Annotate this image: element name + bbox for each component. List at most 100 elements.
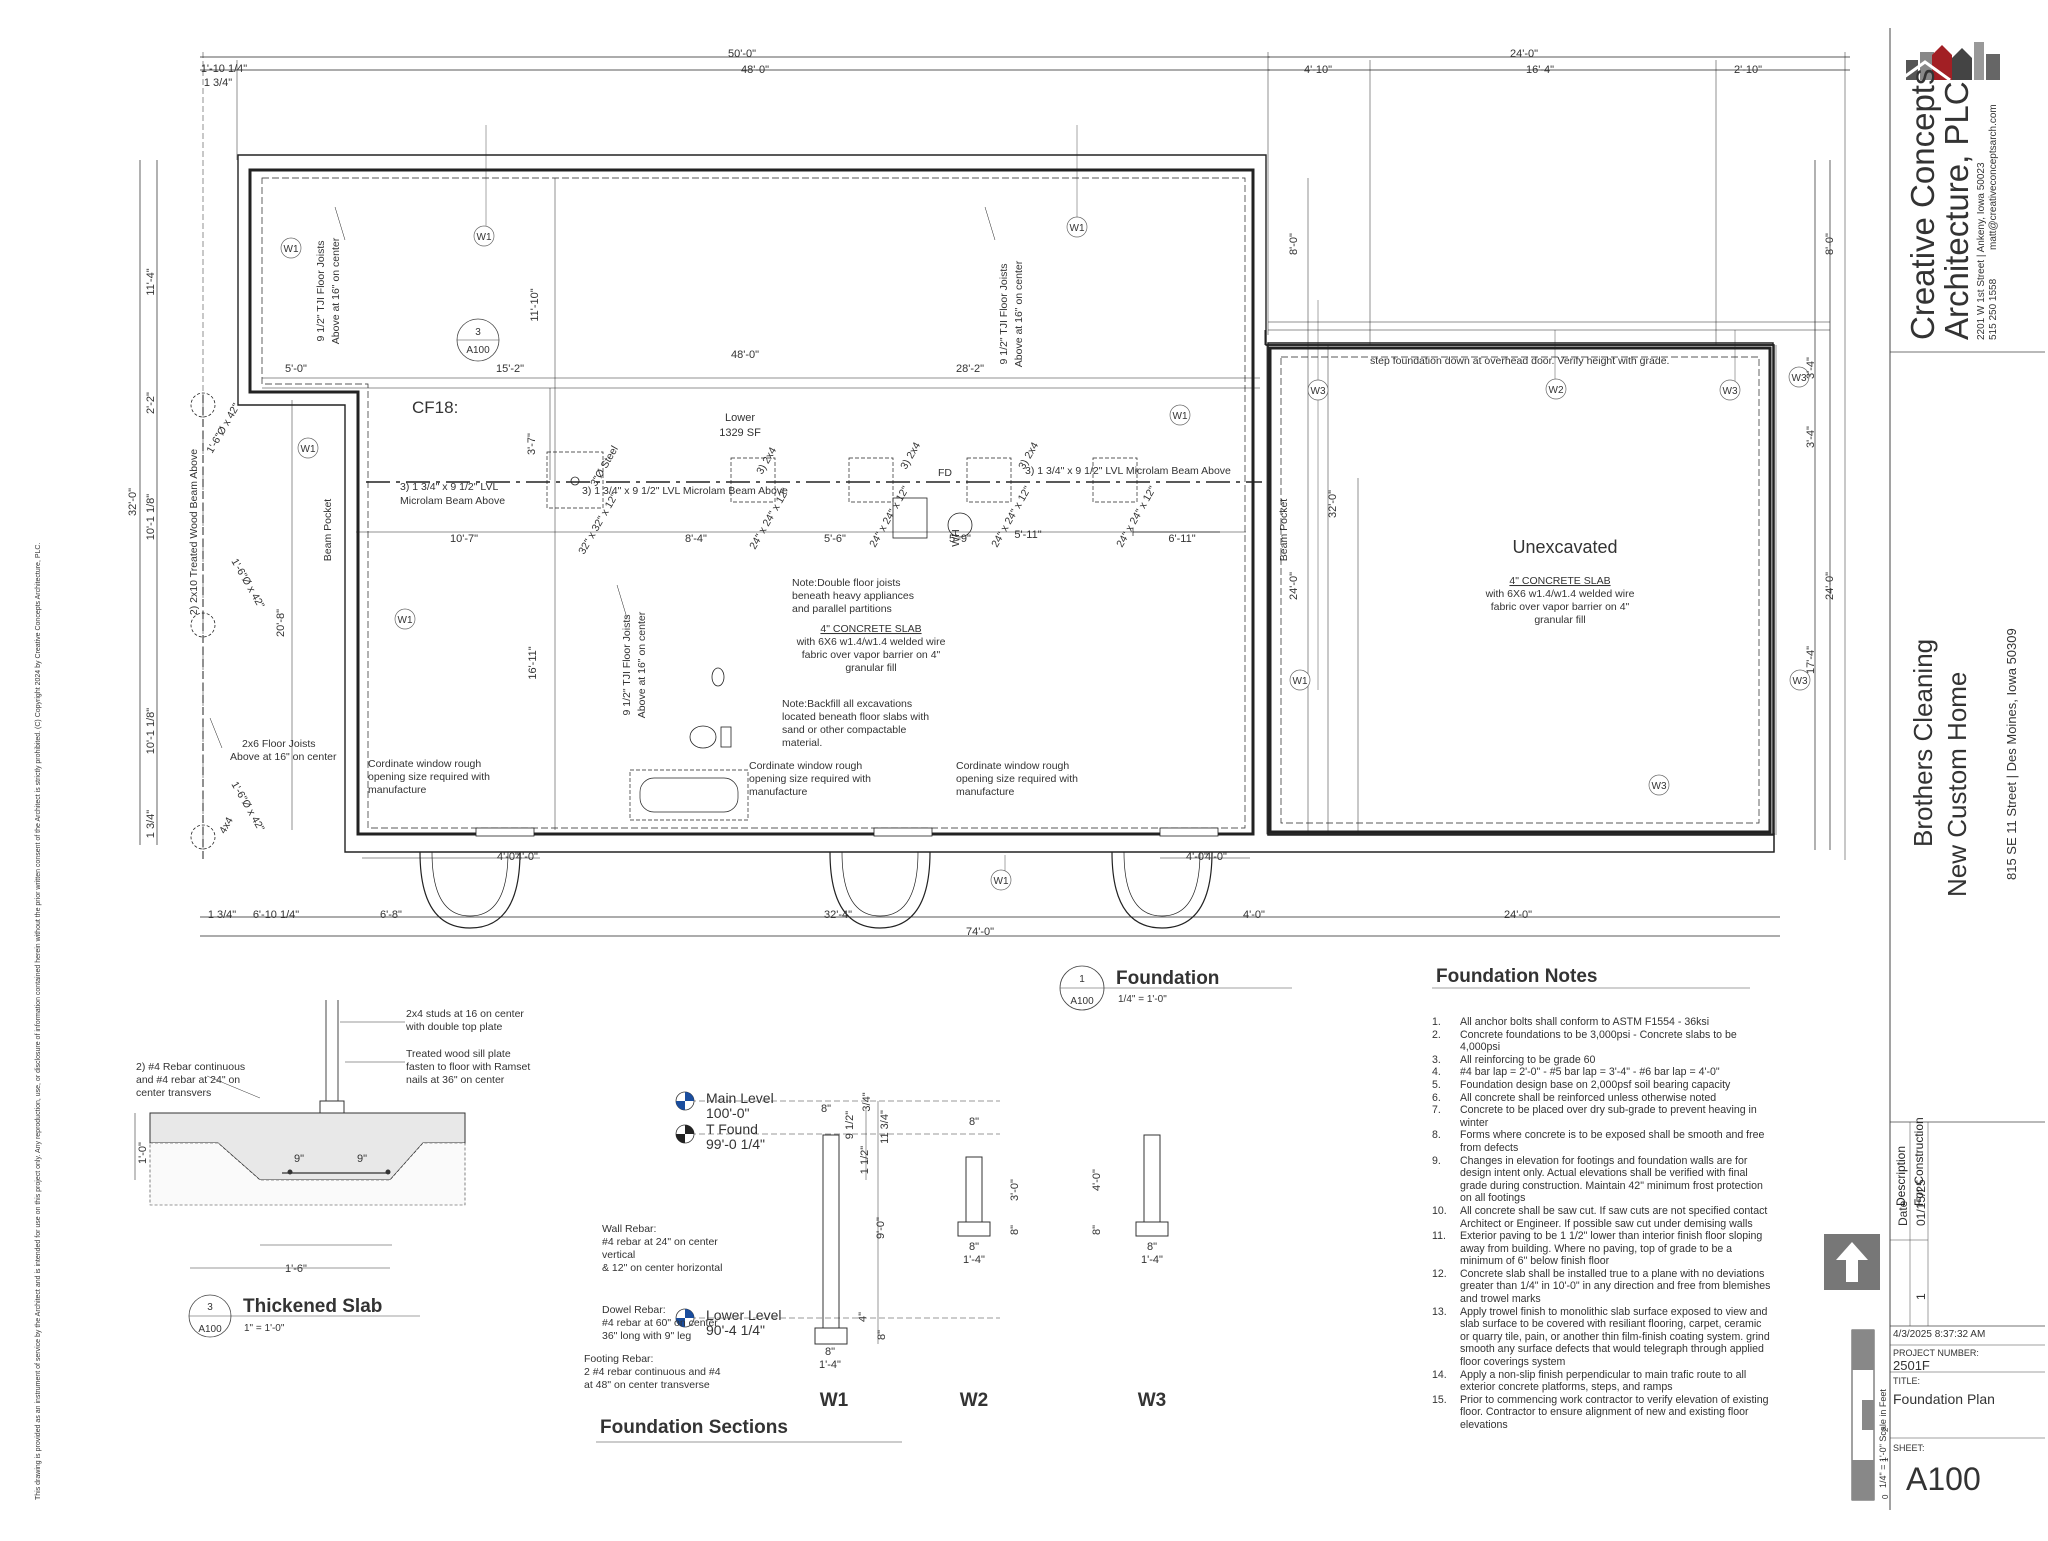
dim: 8'-4" xyxy=(685,533,707,545)
note-number: 13. xyxy=(1432,1305,1447,1318)
dim: 8" xyxy=(821,1103,831,1115)
note-text: #4 bar lap = 2'-0" - #5 bar lap = 3'-4" … xyxy=(1460,1066,1720,1079)
notes-title: Foundation Notes xyxy=(1436,966,1597,987)
wall-tag-w3: W3 xyxy=(1652,781,1667,792)
dim: 32'-0" xyxy=(127,488,139,516)
note-text: All anchor bolts shall conform to ASTM F… xyxy=(1460,1016,1710,1028)
pier: 1'-6"Ø x 42" xyxy=(204,401,242,455)
t-found-elev: 99'-0 1/4" xyxy=(706,1136,765,1152)
dim: 9 1/2" xyxy=(844,1111,856,1139)
dim: 8'-0" xyxy=(1824,233,1836,255)
note-backfill: sand or other compactable xyxy=(782,724,906,736)
dim: 3'-7" xyxy=(526,433,538,455)
note-rebar: 2) #4 Rebar continuous xyxy=(136,1061,245,1073)
dim: 24'-0" xyxy=(1824,572,1836,600)
dim: 8" xyxy=(969,1116,979,1128)
note-number: 1. xyxy=(1432,1016,1441,1028)
dim: 15'-2" xyxy=(496,363,524,375)
dowel-rebar: 36" long with 9" leg xyxy=(602,1330,691,1342)
note-text: Concrete to be placed over dry sub-grade… xyxy=(1460,1104,1757,1129)
note-double-joist: and parallel partitions xyxy=(792,603,892,615)
dim: 16'-11" xyxy=(527,646,539,679)
wall-tag-w1: W1 xyxy=(301,444,316,455)
slab-text: fabric over vapor barrier on 4" xyxy=(802,649,941,661)
thickened-slab-text: 2x4 studs at 16 on center with double to… xyxy=(136,1008,530,1338)
window-note: manufacture xyxy=(368,784,427,796)
note-number: 7. xyxy=(1432,1104,1441,1117)
rev-index: 1 xyxy=(1914,1293,1928,1300)
floor-drain: FD xyxy=(938,467,952,479)
dim: 4'-0" xyxy=(1243,909,1265,921)
dim: 9" xyxy=(294,1153,304,1165)
title-block-text: Creative Concepts Architecture, PLC 2201… xyxy=(35,69,2019,1500)
dim: 24'-0" xyxy=(1288,572,1300,600)
wall-rebar: & 12" on center horizontal xyxy=(602,1262,722,1274)
dim: 1 3/4" xyxy=(145,810,157,838)
note-item: 8.Forms where concrete is to be exposed … xyxy=(1432,1129,1772,1154)
project-number-label: PROJECT NUMBER: xyxy=(1893,1348,1979,1358)
note-text: All concrete shall be reinforced unless … xyxy=(1460,1091,1717,1104)
note-number: 14. xyxy=(1432,1368,1447,1381)
wall-tag-w3: W3 xyxy=(1723,386,1738,397)
window-note: manufacture xyxy=(749,786,808,798)
dim: 1 1/2" xyxy=(859,1146,871,1174)
note-item: 2. Concrete foundations to be 3,000psi - … xyxy=(1432,1029,1772,1054)
dim: 5'-0" xyxy=(285,363,307,375)
note-item: 9.Changes in elevation for footings and … xyxy=(1432,1155,1772,1205)
note-number: 4. xyxy=(1432,1066,1441,1079)
dim: 8" xyxy=(1091,1225,1103,1235)
foundation-notes-list: 1. All anchor bolts shall conform to ASTM… xyxy=(1432,1016,1772,1432)
beam-pocket: Beam Pocket xyxy=(322,499,334,562)
note-item: 1. All anchor bolts shall conform to ASTM… xyxy=(1432,1016,1772,1029)
slab-text: fabric over vapor barrier on 4" xyxy=(1491,601,1630,613)
note-item: 4. #4 bar lap = 2'-0" - #5 bar lap = 3'-4… xyxy=(1432,1066,1772,1079)
plan-ref-num: 1 xyxy=(1079,974,1085,985)
firm-phone: 515 250 1558 xyxy=(1988,278,1999,340)
dim: 20'-8" xyxy=(275,609,287,637)
dim: 8" xyxy=(1009,1225,1021,1235)
slab-text: with 6X6 w1.4/w1.4 welded wire xyxy=(796,636,946,648)
dim: 4'-0" xyxy=(497,851,519,863)
firm-logo xyxy=(1899,42,2000,82)
dowel-rebar: #4 rebar at 60" on center xyxy=(602,1317,718,1329)
slab-heading-garage: 4" CONCRETE SLAB xyxy=(1509,575,1610,587)
plan-ref-sheet: A100 xyxy=(1070,996,1094,1007)
window-note: opening size required with xyxy=(749,773,871,785)
t-found: T Found xyxy=(706,1121,758,1137)
dim: 3'-0" xyxy=(1009,1179,1021,1201)
plan-title: Foundation xyxy=(1116,968,1219,989)
window-note: Cordinate window rough xyxy=(956,760,1069,772)
callout-sheet: A100 xyxy=(466,345,490,356)
scale-mark: 1 xyxy=(1881,1457,1890,1462)
dim: 1'-10 1/4" xyxy=(201,63,247,75)
wall-tag-w1: W1 xyxy=(994,876,1009,887)
room-cf: CF18: xyxy=(412,398,458,417)
note-text: Concrete foundations to be 3,000psi - Co… xyxy=(1460,1028,1737,1054)
note-number: 2. xyxy=(1432,1028,1441,1041)
lower-level: Lower Level xyxy=(706,1307,782,1323)
wall-rebar: Wall Rebar: xyxy=(602,1223,656,1235)
dim: 28'-2" xyxy=(956,363,984,375)
dim: 10'-1 1/8" xyxy=(145,494,157,540)
foundation-plan xyxy=(139,52,1850,937)
step-note: step foundation down at overhead door. V… xyxy=(1370,355,1669,367)
slab-ref-sheet: A100 xyxy=(198,1324,222,1335)
dim: 48'-0" xyxy=(731,349,759,361)
scale-mark: 0 xyxy=(1881,1494,1890,1499)
rev-header-description: Description xyxy=(1894,1145,1908,1206)
joist-note: Above at 16" on center xyxy=(636,611,648,718)
note-item: 13.Apply trowel finish to monolithic sla… xyxy=(1432,1306,1772,1369)
thickened-slab-detail xyxy=(134,1000,466,1269)
note-double-joist: Note:Double floor joists xyxy=(792,577,901,589)
note-number: 15. xyxy=(1432,1393,1447,1406)
wall-tag-labels: W1 W1 W1 W1 W1 W1 W1 W1 W3 W2 W3 W3 W3 W… xyxy=(284,223,1808,887)
post-4x4: 4x4 xyxy=(217,815,236,836)
window-note: Cordinate window rough xyxy=(749,760,862,772)
dim: 1'-4" xyxy=(963,1254,985,1266)
project-number: 2501F xyxy=(1893,1358,1930,1373)
beam-left: 3) 1 3/4" x 9 1/2" LVL xyxy=(400,481,498,493)
note-item: 7. Concrete to be placed over dry sub-gra… xyxy=(1432,1104,1772,1129)
note-item: 12.Concrete slab shall be installed true… xyxy=(1432,1268,1772,1306)
pad-size: 24" x 24" x 12" xyxy=(867,484,912,549)
